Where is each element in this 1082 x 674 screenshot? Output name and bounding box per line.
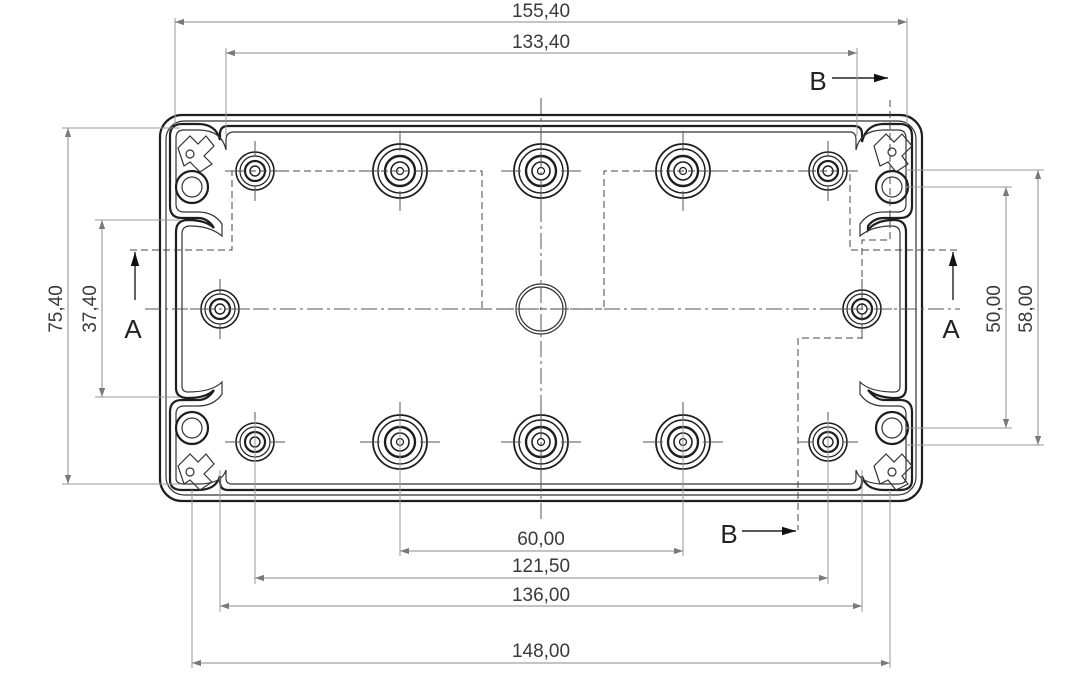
dimension-left-37-value: 37,40 <box>80 285 101 333</box>
dimension-top-inner: 133,40 <box>225 32 858 136</box>
corner-lock-bottom-left <box>174 410 215 491</box>
section-b-top-label: B <box>809 66 826 96</box>
section-a-left-label: A <box>124 314 142 344</box>
section-a-right-label: A <box>942 314 960 344</box>
dimension-top-outer-value: 155,40 <box>512 1 570 22</box>
dimension-right-58-value: 58,00 <box>1016 285 1037 333</box>
section-marker-a-right: A <box>942 252 960 344</box>
corner-lock-top-right <box>873 133 913 205</box>
dimension-left-37: 37,40 <box>80 219 180 398</box>
corner-lock-top-left <box>174 135 215 205</box>
section-b-bottom-label: B <box>720 519 737 549</box>
section-marker-b-top: B <box>809 66 888 96</box>
dimension-top-outer: 155,40 <box>174 1 908 125</box>
dimension-bottom-121: 121,50 <box>254 420 829 584</box>
dimension-bottom-136: 136,00 <box>219 470 863 612</box>
dimension-bottom-60-value: 60,00 <box>517 529 565 550</box>
dimension-bottom-121-value: 121,50 <box>512 556 570 577</box>
dimension-bottom-60: 60,00 <box>399 420 684 556</box>
dimension-bottom-148-value: 148,00 <box>512 641 570 662</box>
dimension-right-58: 58,00 <box>905 169 1044 446</box>
section-b-path <box>797 100 891 530</box>
dimension-top-inner-value: 133,40 <box>512 32 570 53</box>
dimension-left-75-value: 75,40 <box>46 285 67 333</box>
section-a-path <box>130 170 960 310</box>
section-marker-b-bottom: B <box>720 519 796 549</box>
dimension-left-75: 75,40 <box>46 127 180 485</box>
dimension-bottom-136-value: 136,00 <box>512 585 570 606</box>
dimension-bottom-148: 148,00 <box>191 490 891 668</box>
section-marker-a-left: A <box>124 252 142 344</box>
dimension-right-50: 50,00 <box>905 186 1012 429</box>
dimension-right-50-value: 50,00 <box>984 285 1005 333</box>
